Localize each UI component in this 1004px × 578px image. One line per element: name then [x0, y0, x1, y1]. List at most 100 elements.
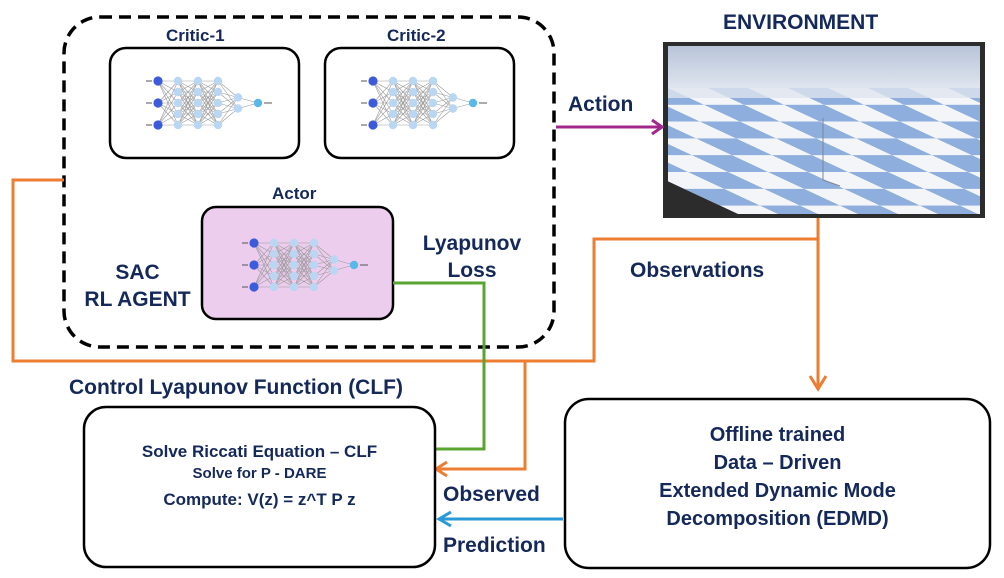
network-edge [273, 242, 295, 266]
lyapunov-loss-label: Lyapunov Loss [408, 233, 536, 281]
action-arrowhead [651, 118, 665, 136]
network-node [213, 76, 223, 86]
network-node [173, 120, 183, 130]
network-node [309, 238, 319, 248]
network-node [249, 282, 259, 292]
network-edge [313, 270, 335, 288]
network-node [213, 120, 223, 130]
lyapunov-line2: Loss [447, 259, 497, 282]
network-node [388, 87, 398, 97]
network-edge [273, 253, 295, 288]
edmd-line2: Data – Driven [713, 452, 842, 474]
network-edge [177, 80, 199, 115]
network-edge [157, 91, 179, 126]
network-node [173, 98, 183, 108]
network-node [153, 76, 163, 86]
network-edge [293, 242, 315, 288]
network-edge [293, 253, 315, 288]
prediction-label: Prediction [443, 534, 546, 557]
network-edge [197, 102, 219, 126]
network-node [193, 98, 203, 108]
network-edge [197, 91, 219, 126]
network-edge [217, 97, 239, 126]
network-node [368, 76, 378, 86]
network-node [408, 87, 418, 97]
network-edge [372, 80, 394, 126]
edmd-line1: Offline trained [709, 424, 846, 446]
network-node [468, 98, 478, 108]
network-node [269, 249, 279, 259]
network-edge [412, 80, 434, 115]
network-node [309, 249, 319, 259]
network-node [233, 93, 243, 102]
network-edge [177, 80, 199, 126]
network-edge [293, 242, 315, 277]
network-edge [372, 80, 394, 104]
network-edge [412, 80, 434, 126]
clf-line3: Compute: V(z) = z^T P z [163, 490, 356, 509]
network-edge [432, 97, 454, 115]
network-node [428, 76, 438, 86]
observed-line [437, 361, 527, 471]
network-node [193, 109, 203, 119]
network-node [213, 87, 223, 97]
network-node [193, 120, 203, 130]
action-label: Action [568, 93, 634, 116]
sac-line2: RL AGENT [84, 288, 191, 311]
edmd-line4: Decomposition (EDMD) [666, 508, 889, 530]
clf-line1: Solve Riccati Equation – CLF [141, 442, 378, 461]
critic1-network-icon [146, 76, 272, 130]
environment-title: ENVIRONMENT [723, 11, 879, 34]
network-node [408, 109, 418, 119]
network-edge [392, 80, 414, 126]
sac-line1: SAC [115, 261, 160, 284]
network-edge [293, 242, 315, 266]
network-node [153, 98, 163, 108]
network-edge [432, 80, 454, 98]
network-node [173, 109, 183, 119]
network-node [173, 76, 183, 86]
network-node [249, 260, 259, 270]
network-edge [217, 97, 239, 115]
network-edge [273, 242, 295, 277]
critic1-label: Critic-1 [166, 26, 225, 45]
lyapunov-line1: Lyapunov [422, 232, 522, 255]
network-node [213, 109, 223, 119]
environment-simulation-image [663, 42, 985, 218]
network-edge [392, 91, 414, 126]
clf-content: Solve Riccati Equation – CLF Solve for P… [84, 443, 435, 508]
network-node [289, 282, 299, 292]
network-node [408, 76, 418, 86]
network-node [428, 109, 438, 119]
network-edge [372, 91, 394, 126]
network-node [193, 87, 203, 97]
edmd-content: Offline trained Data – Driven Extended D… [565, 425, 990, 529]
network-edge [273, 264, 295, 288]
clf-title: Control Lyapunov Function (CLF) [69, 376, 404, 399]
network-edge [197, 80, 219, 115]
network-edge [432, 97, 454, 126]
network-edge [412, 91, 434, 126]
network-edge [293, 264, 315, 288]
network-node [153, 120, 163, 130]
network-edge [253, 242, 275, 288]
critic2-network-icon [361, 76, 487, 130]
network-node [269, 260, 279, 270]
network-edge [253, 253, 275, 288]
network-node [448, 93, 458, 102]
critic2-label: Critic-2 [387, 26, 446, 45]
network-edge [392, 80, 414, 104]
network-node [269, 282, 279, 292]
network-node [448, 104, 458, 113]
network-edge [157, 102, 179, 126]
network-node [309, 260, 319, 270]
network-edge [412, 80, 434, 104]
sac-agent-label: SAC RL AGENT [75, 262, 200, 310]
network-node [269, 271, 279, 281]
network-edge [177, 102, 199, 126]
network-node [329, 266, 339, 275]
actor-network-icon [242, 238, 368, 292]
sac-agent-boundary [62, 15, 556, 349]
network-edge [177, 91, 199, 126]
